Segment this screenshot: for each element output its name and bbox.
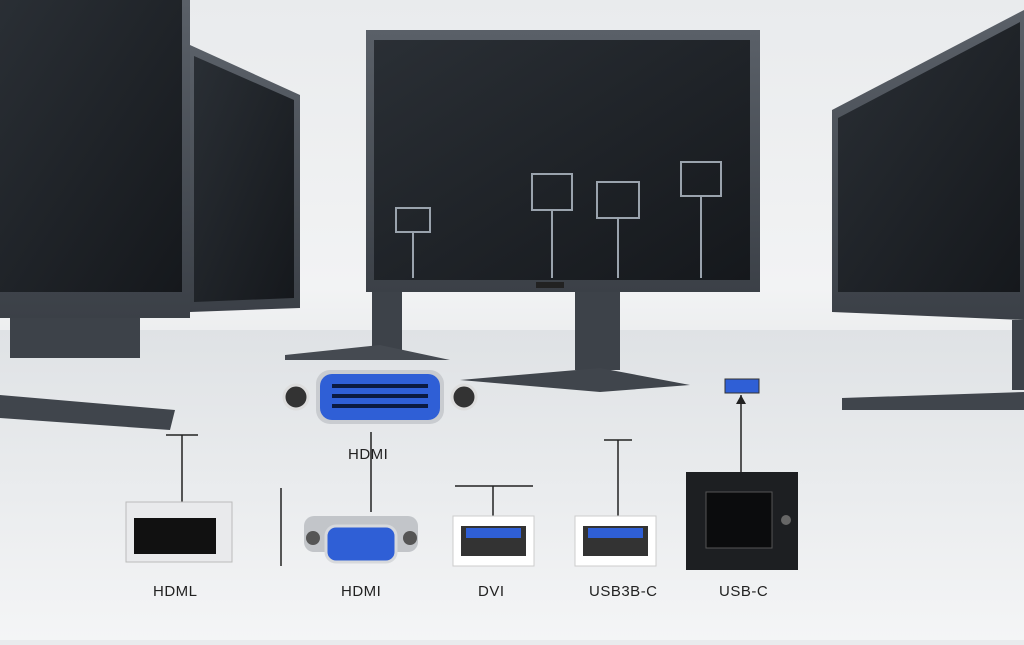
port-hdml [125,434,233,563]
port-label-hdml: HDML [153,583,198,600]
port-label-usb-c: USB-C [719,583,769,600]
port-hdmi [304,516,418,564]
port-usb-c [686,378,798,570]
port-usb3b-c [574,439,657,567]
monitor-left [0,0,190,430]
port-label-hdmi: HDMI [341,583,382,600]
top-connector-label: HDMI [348,446,389,463]
monitor-second-left [190,45,300,312]
monitor-center [285,30,760,392]
port-label-usb3b-c: USB3B-C [589,583,658,600]
monitor-right [832,10,1024,410]
port-label-dvi: DVI [478,583,505,600]
port-dvi [452,485,535,567]
top-connector [282,370,478,512]
